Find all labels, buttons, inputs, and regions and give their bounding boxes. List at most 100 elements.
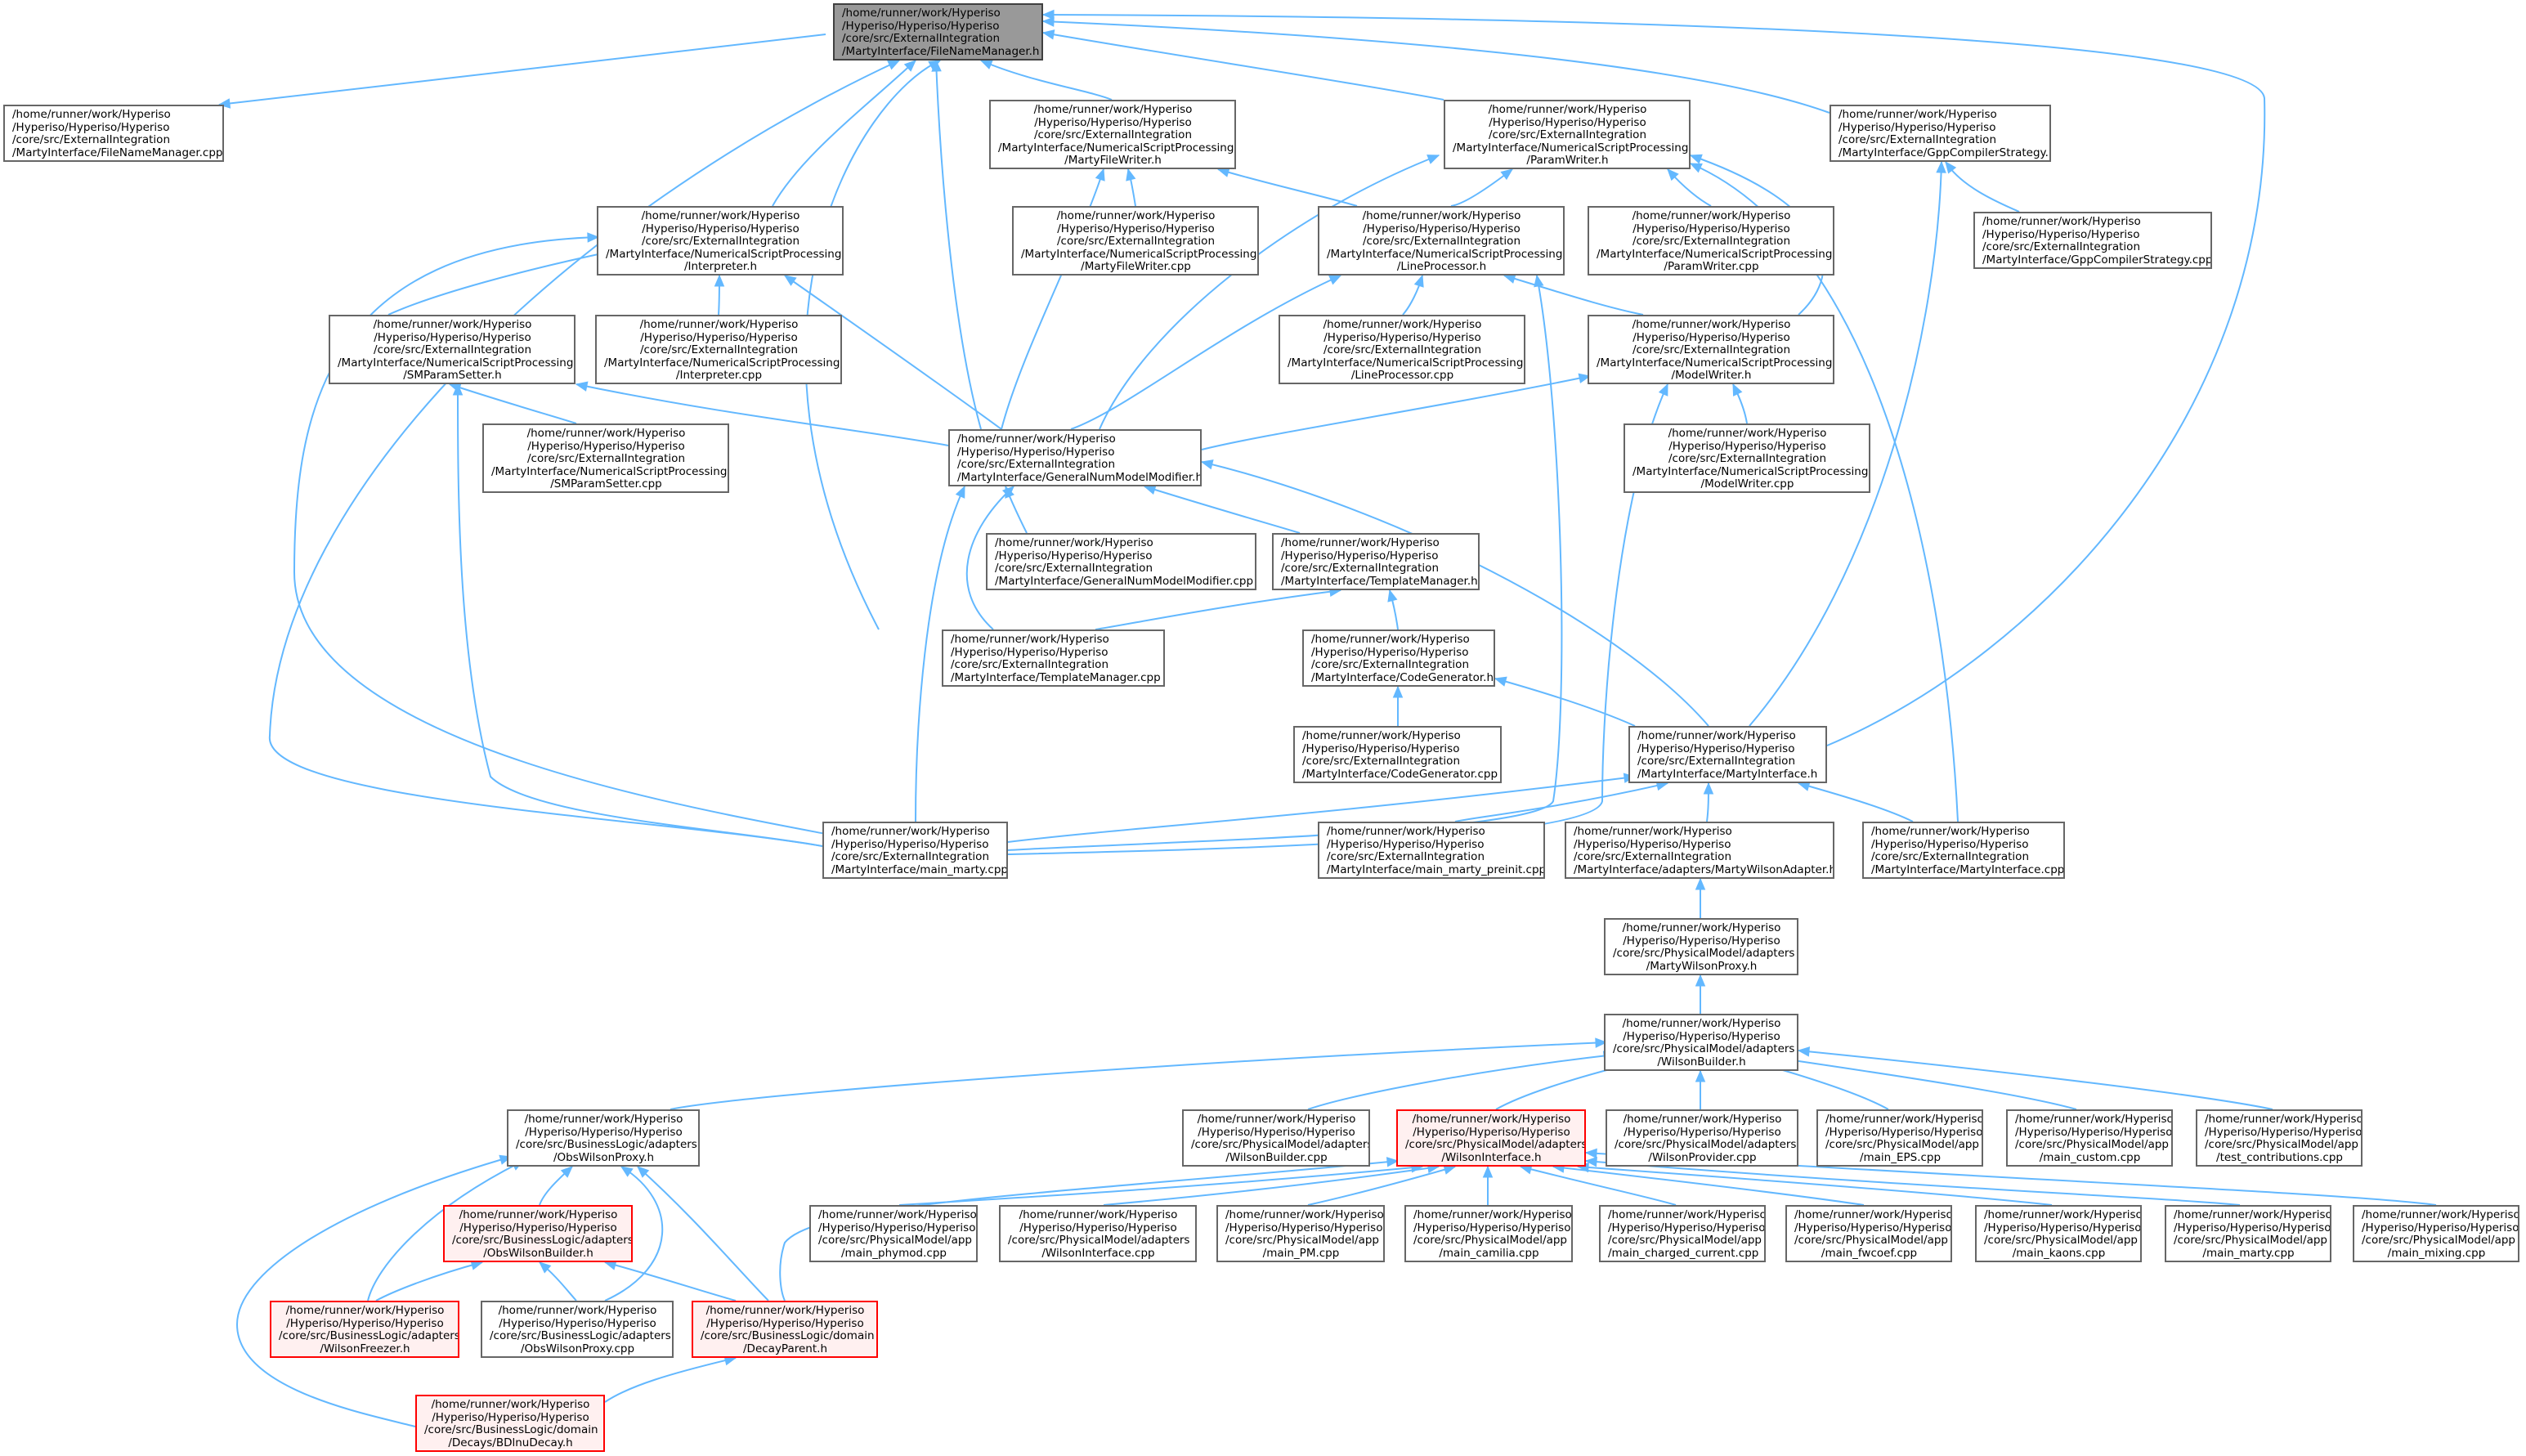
- node-main-phymod-cpp[interactable]: /home/runner/work/Hyperiso /Hyperiso/Hyp…: [809, 1205, 978, 1262]
- dependency-edge: [576, 383, 949, 446]
- node-martyfilewriter-cpp[interactable]: /home/runner/work/Hyperiso /Hyperiso/Hyp…: [1012, 206, 1259, 276]
- node-obswilsonproxy-h[interactable]: /home/runner/work/Hyperiso /Hyperiso/Hyp…: [507, 1109, 700, 1167]
- dependency-edge: [1520, 1166, 1677, 1206]
- node-paramwriter-cpp[interactable]: /home/runner/work/Hyperiso /Hyperiso/Hyp…: [1588, 206, 1834, 276]
- node-codegenerator-cpp[interactable]: /home/runner/work/Hyperiso /Hyperiso/Hyp…: [1293, 726, 1502, 783]
- edge-arrowhead: [1041, 9, 1055, 20]
- node-main-marty-cpp[interactable]: /home/runner/work/Hyperiso /Hyperiso/Hyp…: [822, 822, 1008, 879]
- node-test-contributions-cpp[interactable]: /home/runner/work/Hyperiso /Hyperiso/Hyp…: [2196, 1109, 2363, 1167]
- dependency-edge: [1070, 275, 1341, 430]
- edge-arrowhead: [1426, 155, 1440, 164]
- edge-arrowhead: [1695, 877, 1706, 890]
- edge-arrowhead: [1695, 1069, 1706, 1082]
- dependency-edge: [1307, 1166, 1456, 1206]
- dependency-edge: [1307, 1054, 1615, 1110]
- dependency-edge: [784, 275, 1002, 430]
- node-bdlnudecay-h[interactable]: /home/runner/work/Hyperiso /Hyperiso/Hyp…: [415, 1395, 605, 1452]
- edge-arrowhead: [931, 59, 942, 72]
- dependency-edge: [1007, 383, 1668, 855]
- node-martyinterface-h[interactable]: /home/runner/work/Hyperiso /Hyperiso/Hyp…: [1628, 726, 1827, 783]
- node-templatemanager-cpp[interactable]: /home/runner/work/Hyperiso /Hyperiso/Hyp…: [942, 629, 1165, 687]
- dependency-edge: [1007, 776, 1636, 843]
- dependency-edge: [449, 383, 577, 424]
- dependency-edge: [1552, 1166, 1865, 1206]
- dependency-edge: [1001, 168, 1104, 430]
- edge-arrowhead: [1392, 685, 1404, 698]
- node-modelwriter-h[interactable]: /home/runner/work/Hyperiso /Hyperiso/Hyp…: [1588, 315, 1834, 384]
- node-generalnummodelmodifier-cpp[interactable]: /home/runner/work/Hyperiso /Hyperiso/Hyp…: [986, 533, 1256, 590]
- node-paramwriter-h[interactable]: /home/runner/work/Hyperiso /Hyperiso/Hyp…: [1444, 100, 1691, 169]
- dependency-edge: [1945, 161, 2020, 213]
- node-generalnummodelmodifier-h[interactable]: /home/runner/work/Hyperiso /Hyperiso/Hyp…: [948, 429, 1202, 486]
- node-main-kaons-cpp[interactable]: /home/runner/work/Hyperiso /Hyperiso/Hyp…: [1975, 1205, 2142, 1262]
- edge-arrowhead: [955, 485, 965, 499]
- node-main-charged-current-cpp[interactable]: /home/runner/work/Hyperiso /Hyperiso/Hyp…: [1599, 1205, 1766, 1262]
- node-codegenerator-h[interactable]: /home/runner/work/Hyperiso /Hyperiso/Hyp…: [1302, 629, 1495, 687]
- dependency-edge: [457, 383, 823, 847]
- node-gppcompilerstrategy-cpp[interactable]: /home/runner/work/Hyperiso /Hyperiso/Hyp…: [1973, 212, 2212, 269]
- edge-arrowhead: [1503, 273, 1516, 284]
- node-wilsoninterface-cpp[interactable]: /home/runner/work/Hyperiso /Hyperiso/Hyp…: [999, 1205, 1197, 1262]
- edge-arrowhead: [1143, 485, 1157, 495]
- edge-arrowhead: [1595, 1037, 1608, 1048]
- dependency-edge: [915, 486, 965, 822]
- node-main-fwcoef-cpp[interactable]: /home/runner/work/Hyperiso /Hyperiso/Hyp…: [1785, 1205, 1952, 1262]
- node-main-pm-cpp[interactable]: /home/runner/work/Hyperiso /Hyperiso/Hyp…: [1216, 1205, 1385, 1262]
- dependency-edge: [293, 236, 826, 835]
- dependency-edge: [1099, 155, 1440, 430]
- edge-arrowhead: [452, 383, 464, 396]
- node-lineprocessor-h[interactable]: /home/runner/work/Hyperiso /Hyperiso/Hyp…: [1318, 206, 1565, 276]
- node-main-marty-preinit-cpp[interactable]: /home/runner/work/Hyperiso /Hyperiso/Hyp…: [1318, 822, 1545, 879]
- node-wilsonbuilder-h[interactable]: /home/runner/work/Hyperiso /Hyperiso/Hyp…: [1604, 1014, 1798, 1071]
- node-martyfilewriter-h[interactable]: /home/runner/work/Hyperiso /Hyperiso/Hyp…: [989, 100, 1236, 169]
- node-martyinterface-cpp[interactable]: /home/runner/work/Hyperiso /Hyperiso/Hyp…: [1862, 822, 2065, 879]
- node-martywilsonproxy-h[interactable]: /home/runner/work/Hyperiso /Hyperiso/Hyp…: [1604, 918, 1798, 975]
- node-obswilsonproxy-cpp[interactable]: /home/runner/work/Hyperiso /Hyperiso/Hyp…: [481, 1301, 674, 1358]
- node-main-marty-app-cpp[interactable]: /home/runner/work/Hyperiso /Hyperiso/Hyp…: [2165, 1205, 2331, 1262]
- node-interpreter-h[interactable]: /home/runner/work/Hyperiso /Hyperiso/Hyp…: [597, 206, 844, 276]
- dependency-edge: [1144, 486, 1301, 534]
- dependency-edge: [1503, 275, 1644, 316]
- edge-arrowhead: [1126, 168, 1136, 181]
- edge-arrowhead: [1095, 168, 1105, 181]
- node-smparamsetter-cpp[interactable]: /home/runner/work/Hyperiso /Hyperiso/Hyp…: [482, 423, 729, 493]
- edge-arrowhead: [1500, 168, 1514, 181]
- edge-arrowhead: [1945, 160, 1957, 174]
- edge-arrowhead: [1797, 1046, 1811, 1057]
- edge-arrowhead: [1534, 274, 1544, 288]
- node-main-custom-cpp[interactable]: /home/runner/work/Hyperiso /Hyperiso/Hyp…: [2006, 1109, 2173, 1167]
- node-main-mixing-cpp[interactable]: /home/runner/work/Hyperiso /Hyperiso/Hyp…: [2353, 1205, 2519, 1262]
- node-lineprocessor-cpp[interactable]: /home/runner/work/Hyperiso /Hyperiso/Hyp…: [1279, 315, 1525, 384]
- node-filenamemanager-cpp[interactable]: /home/runner/work/Hyperiso /Hyperiso/Hyp…: [3, 105, 224, 162]
- edge-arrowhead: [560, 1166, 573, 1178]
- node-main-camilia-cpp[interactable]: /home/runner/work/Hyperiso /Hyperiso/Hyp…: [1404, 1205, 1573, 1262]
- dependency-edge: [375, 1261, 483, 1301]
- dependency-edge: [604, 1357, 737, 1403]
- node-templatemanager-h[interactable]: /home/runner/work/Hyperiso /Hyperiso/Hyp…: [1272, 533, 1480, 590]
- node-martywilsonadapter-h[interactable]: /home/runner/work/Hyperiso /Hyperiso/Hyp…: [1565, 822, 1834, 879]
- dependency-edge: [772, 60, 916, 207]
- node-wilsonbuilder-cpp[interactable]: /home/runner/work/Hyperiso /Hyperiso/Hyp…: [1182, 1109, 1370, 1167]
- node-decayparent-h[interactable]: /home/runner/work/Hyperiso /Hyperiso/Hyp…: [692, 1301, 878, 1358]
- dependency-edge: [980, 60, 1113, 101]
- node-gppcompilerstrategy-h[interactable]: /home/runner/work/Hyperiso /Hyperiso/Hyp…: [1830, 105, 2051, 162]
- node-wilsonfreezer-h[interactable]: /home/runner/work/Hyperiso /Hyperiso/Hyp…: [270, 1301, 459, 1358]
- node-filenamemanager-h[interactable]: /home/runner/work/Hyperiso /Hyperiso/Hyp…: [833, 3, 1043, 60]
- edge-arrowhead: [1703, 782, 1714, 795]
- dependency-edge: [1781, 1058, 2077, 1110]
- node-interpreter-cpp[interactable]: /home/runner/work/Hyperiso /Hyperiso/Hyp…: [595, 315, 842, 384]
- edge-arrowhead: [637, 1166, 650, 1178]
- node-smparamsetter-h[interactable]: /home/runner/work/Hyperiso /Hyperiso/Hyp…: [329, 315, 576, 384]
- node-wilsonprovider-cpp[interactable]: /home/runner/work/Hyperiso /Hyperiso/Hyp…: [1606, 1109, 1798, 1167]
- dependency-edge: [1577, 1166, 2053, 1206]
- dependency-edge: [1201, 461, 1709, 727]
- node-wilsoninterface-h[interactable]: /home/runner/work/Hyperiso /Hyperiso/Hyp…: [1396, 1109, 1586, 1167]
- edge-arrowhead: [217, 98, 231, 109]
- edge-arrowhead: [587, 232, 600, 243]
- dependency-edge: [1494, 678, 1636, 727]
- node-main-eps-cpp[interactable]: /home/runner/work/Hyperiso /Hyperiso/Hyp…: [1816, 1109, 1983, 1167]
- dependency-edge: [367, 1160, 524, 1301]
- node-modelwriter-cpp[interactable]: /home/runner/work/Hyperiso /Hyperiso/Hyp…: [1624, 423, 1870, 493]
- node-obswilsonbuilder-h[interactable]: /home/runner/work/Hyperiso /Hyperiso/Hyp…: [443, 1205, 633, 1262]
